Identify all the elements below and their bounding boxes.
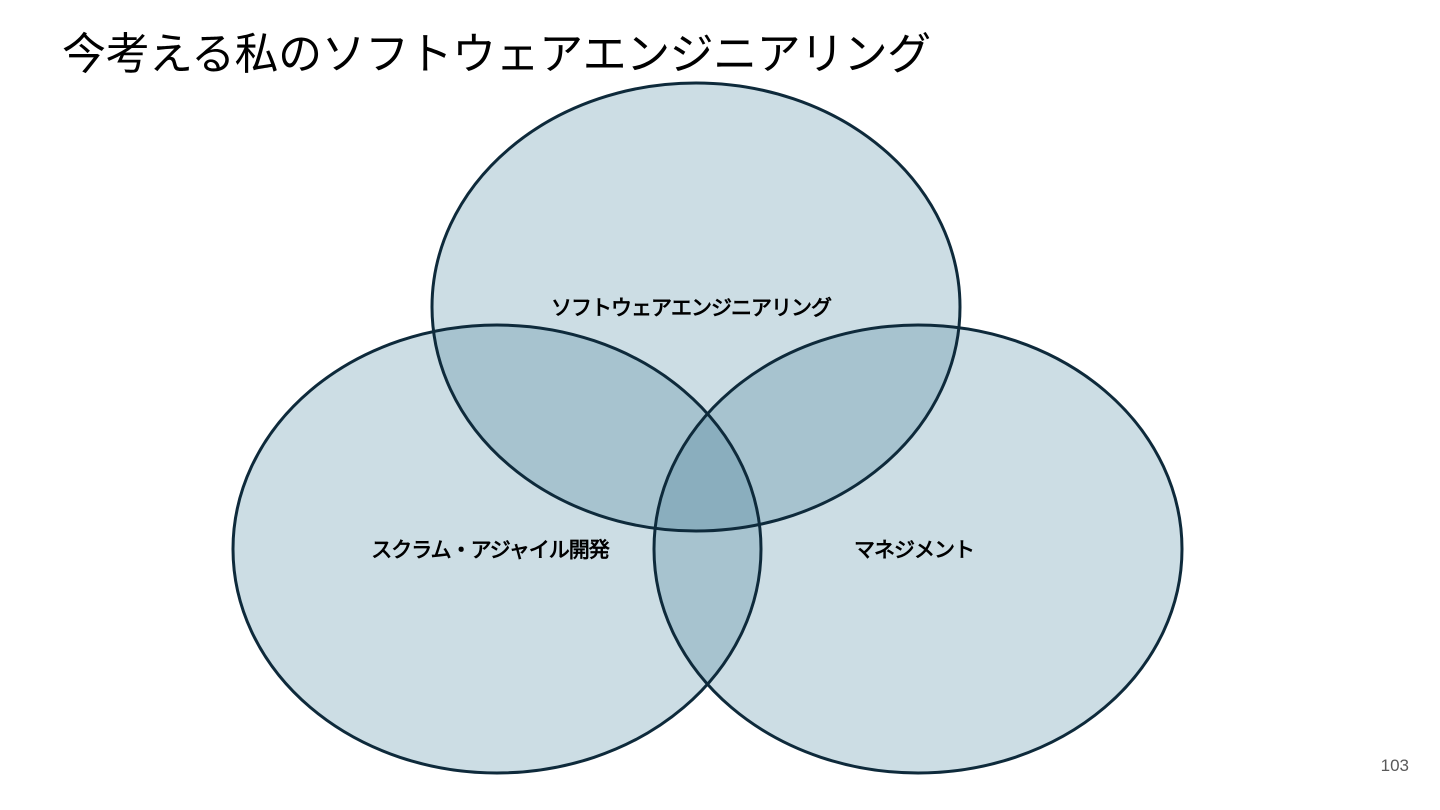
circle-management-outline (652, 323, 1184, 775)
label-software-engineering: ソフトウェアエンジニアリング (551, 296, 832, 320)
overlap-software-scrum (432, 325, 761, 531)
page-number: 103 (1380, 756, 1409, 775)
circle-scrum-agile-outline (231, 323, 763, 775)
overlap-software-management (654, 325, 960, 531)
venn-pair-overlaps (432, 325, 960, 773)
label-management: マネジメント (854, 538, 974, 562)
label-scrum-agile: スクラム・アジャイル開発 (371, 538, 610, 562)
circle-software-engineering-outline (430, 81, 962, 533)
venn-outlines (231, 81, 1184, 775)
slide-title: 今考える私のソフトウェアエンジニアリング (62, 29, 931, 80)
